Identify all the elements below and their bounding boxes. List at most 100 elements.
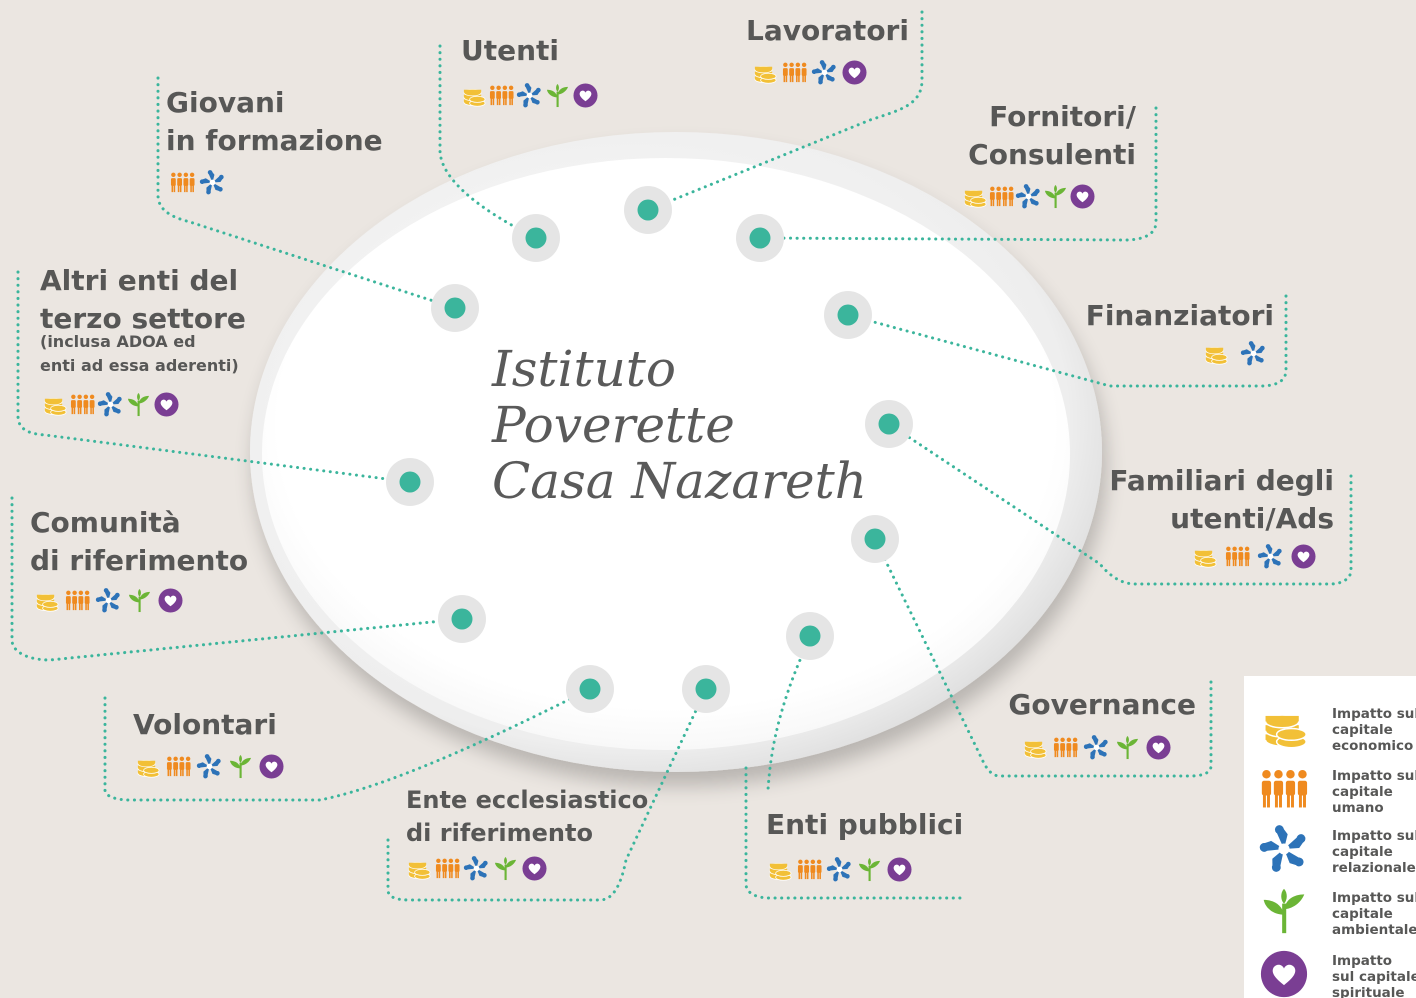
- heart-icon: [154, 392, 179, 417]
- stakeholder-label: Volontari: [133, 708, 277, 741]
- stakeholder-governance: Governance: [1008, 688, 1196, 760]
- plant-icon: [229, 754, 252, 779]
- hands-icon: [463, 856, 488, 881]
- heart-icon: [522, 856, 547, 881]
- dot-familiari: [865, 400, 913, 448]
- people-icon: [489, 85, 514, 106]
- people-icon: [170, 172, 195, 193]
- impact-icons: [170, 170, 224, 195]
- stakeholder-lavoratori: Lavoratori: [746, 14, 909, 85]
- impact-icons: [1194, 544, 1316, 569]
- coins-icon: [1264, 714, 1307, 749]
- stakeholder-label: Familiari degli: [1109, 464, 1334, 497]
- connection-dots: [386, 186, 913, 713]
- legend-label: spirituale: [1332, 985, 1405, 998]
- people-icon: [166, 756, 191, 777]
- legend-label: Impatto sul: [1332, 768, 1416, 784]
- heart-icon: [1291, 544, 1316, 569]
- connector-fornitori: [758, 106, 1158, 242]
- center-title-line3: Casa Nazareth: [492, 452, 867, 510]
- dot-governance: [851, 515, 899, 563]
- plant-icon: [128, 588, 151, 613]
- dot-giovani: [431, 284, 479, 332]
- people-icon: [782, 62, 807, 83]
- heart-icon: [887, 857, 912, 882]
- heart-icon: [259, 754, 284, 779]
- stakeholder-giovani: Giovani in formazione: [166, 86, 383, 195]
- plant-icon: [1044, 184, 1067, 209]
- coins-icon: [463, 88, 486, 107]
- coins-icon: [36, 593, 59, 612]
- stakeholder-label: Governance: [1008, 688, 1196, 721]
- stakeholder-label: Consulenti: [968, 138, 1136, 171]
- dot-ente-ecclesiastico: [682, 665, 730, 713]
- plant-icon: [1116, 735, 1139, 760]
- stakeholder-label: Giovani: [166, 86, 285, 119]
- hands-icon: [95, 588, 120, 613]
- impact-icons: [408, 856, 547, 881]
- coins-icon: [1205, 346, 1228, 365]
- connector-enti-pubblici: [744, 634, 967, 900]
- legend-label: umano: [1332, 800, 1384, 816]
- stakeholder-label: in formazione: [166, 124, 383, 157]
- plant-icon: [127, 392, 150, 417]
- connector-altri-enti: [16, 270, 412, 484]
- legend-label: ambientale: [1332, 922, 1416, 938]
- legend-label: Impatto sul: [1332, 706, 1416, 722]
- hands-icon: [1257, 544, 1282, 569]
- stakeholder-sublabel: enti ad essa aderenti): [40, 356, 239, 375]
- impact-icons: [769, 857, 912, 882]
- stakeholder-label: terzo settore: [40, 302, 246, 335]
- stakeholder-fornitori: Fornitori/Consulenti: [964, 100, 1137, 209]
- legend-label: capitale: [1332, 906, 1393, 922]
- connector-giovani: [156, 76, 457, 310]
- legend-label: Impatto sul: [1332, 828, 1416, 844]
- dot-fornitori: [736, 214, 784, 262]
- heart-icon: [842, 60, 867, 85]
- coins-icon: [964, 189, 987, 208]
- hands-icon: [1240, 341, 1265, 366]
- heart-icon: [1260, 950, 1308, 998]
- stakeholder-utenti: Utenti: [461, 34, 598, 108]
- stakeholder-label: Enti pubblici: [766, 808, 963, 841]
- center-title-line1: Istituto: [491, 340, 676, 398]
- impact-icons: [463, 83, 598, 108]
- coins-icon: [769, 862, 792, 881]
- stakeholder-volontari: Volontari: [133, 708, 284, 779]
- legend-label: Impatto sul: [1332, 890, 1416, 906]
- stakeholder-enti-pubblici: Enti pubblici: [766, 808, 963, 882]
- impact-icons: [36, 588, 183, 613]
- connectors: [10, 10, 1353, 902]
- people-icon: [1225, 546, 1250, 567]
- hands-icon: [199, 170, 224, 195]
- people-icon: [1261, 769, 1308, 808]
- hands-icon: [1083, 735, 1108, 760]
- stakeholder-label: di riferimento: [30, 544, 248, 577]
- people-icon: [1053, 737, 1078, 758]
- center-title: Istituto Poverette Casa Nazareth: [491, 340, 867, 510]
- dot-altri-enti: [386, 458, 434, 506]
- connector-volontari: [103, 687, 592, 802]
- impact-icons: [754, 60, 867, 85]
- stakeholder-sublabel: (inclusa ADOA ed: [40, 332, 196, 351]
- legend-label: Impatto: [1332, 953, 1392, 969]
- heart-icon: [573, 83, 598, 108]
- impact-icons: [44, 392, 179, 417]
- people-icon: [989, 186, 1014, 207]
- dot-enti-pubblici: [786, 612, 834, 660]
- plant-icon: [494, 856, 517, 881]
- center-title-line2: Poverette: [491, 396, 735, 454]
- impact-icons: [1024, 735, 1171, 760]
- coins-icon: [137, 759, 160, 778]
- plant-icon: [1263, 888, 1305, 934]
- legend-label: sul capitale: [1332, 969, 1416, 985]
- plant-icon: [858, 857, 881, 882]
